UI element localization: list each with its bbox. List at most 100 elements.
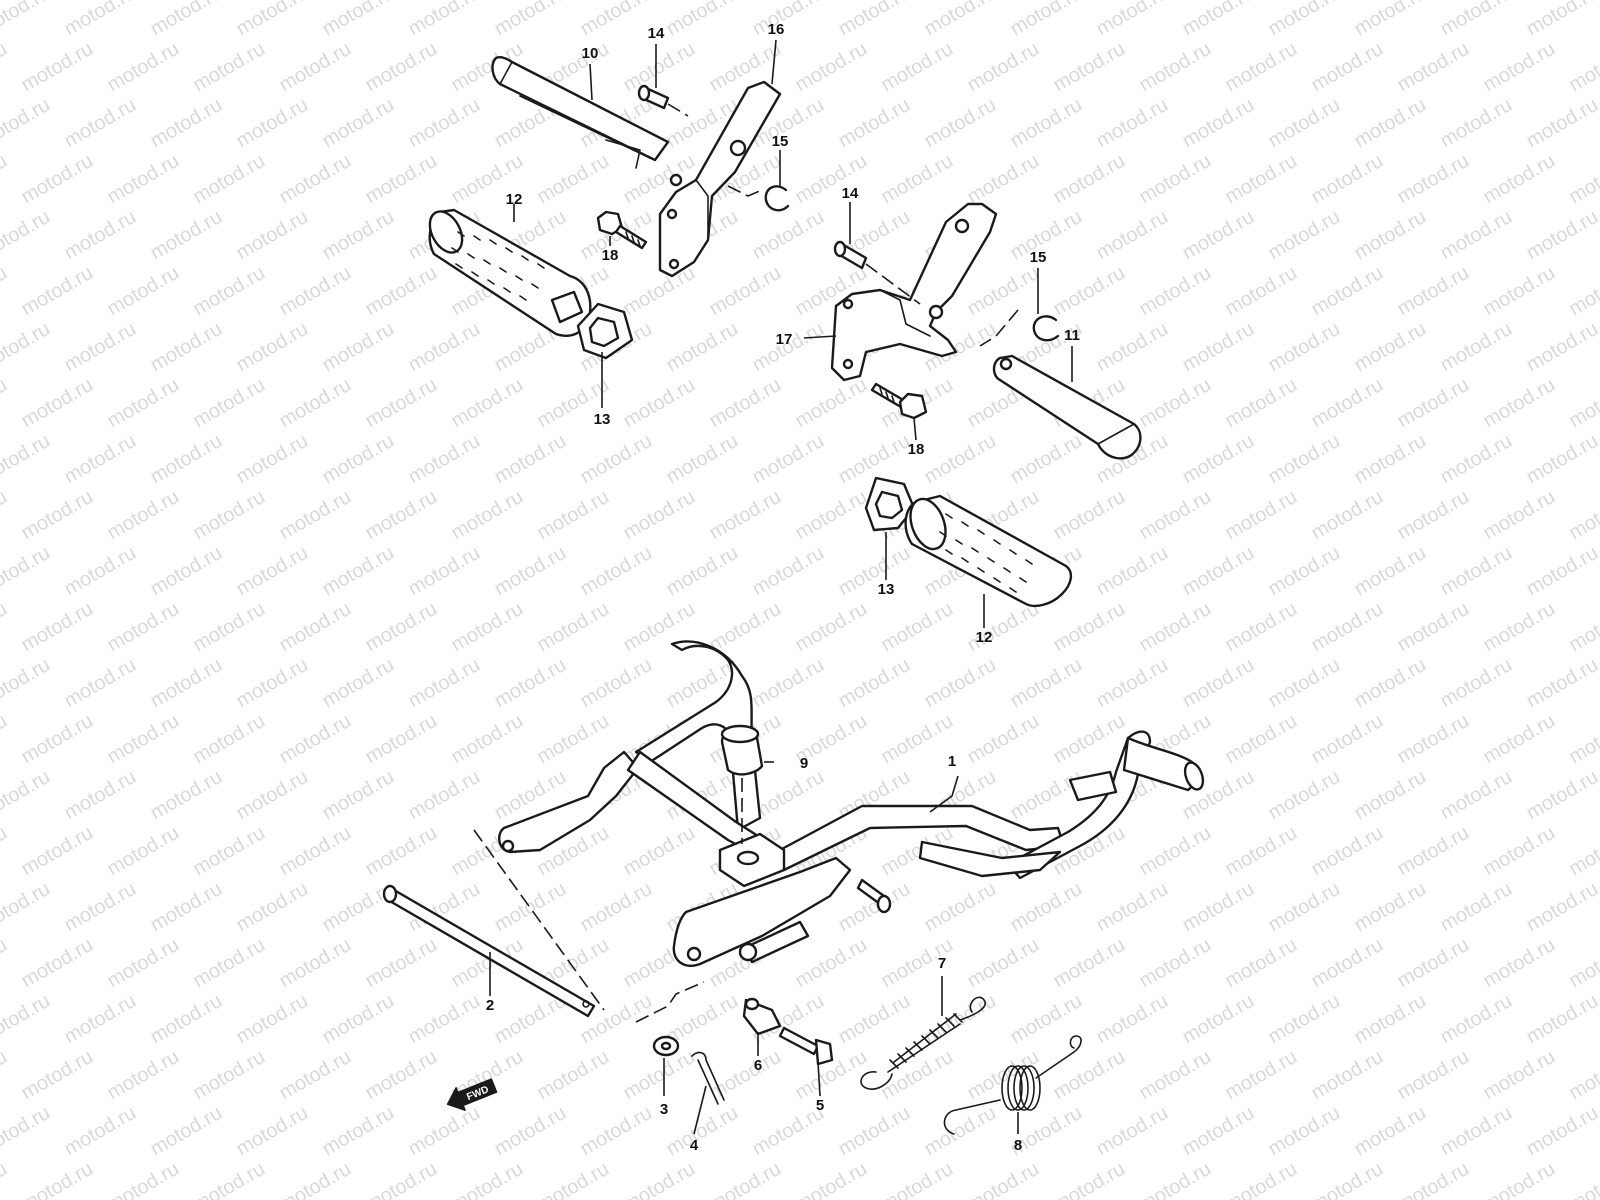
watermark-text: motod.ru	[147, 1102, 226, 1161]
watermark-text: motod.ru	[964, 38, 1043, 97]
watermark-text: motod.ru	[147, 990, 226, 1049]
watermark-text: motod.ru	[1265, 318, 1344, 377]
watermark-text: motod.ru	[0, 318, 54, 377]
watermark-text: motod.ru	[1480, 710, 1559, 769]
watermark-text: motod.ru	[878, 710, 957, 769]
watermark-text: motod.ru	[147, 430, 226, 489]
watermark-text: motod.ru	[1265, 1102, 1344, 1161]
watermark-text: motod.ru	[1394, 150, 1473, 209]
watermark-text: motod.ru	[0, 38, 11, 97]
watermark-text: motod.ru	[104, 934, 183, 993]
watermark-text: motod.ru	[104, 150, 183, 209]
watermark-text: motod.ru	[104, 822, 183, 881]
watermark-text: motod.ru	[1136, 934, 1215, 993]
callout-15a: 15	[772, 133, 789, 150]
watermark-text: motod.ru	[233, 1102, 312, 1161]
watermark-text: motod.ru	[276, 710, 355, 769]
callout-2: 2	[486, 997, 494, 1014]
watermark-text: motod.ru	[835, 94, 914, 153]
watermark-text: motod.ru	[1566, 1046, 1600, 1105]
watermark-text: motod.ru	[1179, 0, 1258, 40]
watermark-text: motod.ru	[1566, 374, 1600, 433]
watermark-text: motod.ru	[749, 542, 828, 601]
watermark-text: motod.ru	[749, 430, 828, 489]
watermark-text: motod.ru	[319, 318, 398, 377]
watermark-text: motod.ru	[663, 0, 742, 40]
watermark-text: motod.ru	[233, 542, 312, 601]
watermark-text: motod.ru	[1093, 206, 1172, 265]
watermark-text: motod.ru	[362, 598, 441, 657]
watermark-text: motod.ru	[577, 542, 656, 601]
watermark-text: motod.ru	[405, 766, 484, 825]
watermark-text: motod.ru	[276, 374, 355, 433]
pivot-shaft	[382, 884, 596, 1018]
watermark-text: motod.ru	[0, 374, 11, 433]
watermark-text: motod.ru	[1265, 94, 1344, 153]
watermark-text: motod.ru	[1179, 94, 1258, 153]
watermark-text: motod.ru	[1480, 822, 1559, 881]
watermark-text: motod.ru	[1136, 150, 1215, 209]
callout-14b: 14	[842, 185, 859, 202]
footrest-bracket-left	[658, 80, 782, 278]
watermark-text: motod.ru	[577, 430, 656, 489]
watermark-text: motod.ru	[1480, 38, 1559, 97]
callout-13a: 13	[594, 411, 611, 428]
watermark-text: motod.ru	[190, 262, 269, 321]
watermark-text: motod.ru	[276, 1158, 355, 1200]
callout-11: 11	[1064, 327, 1080, 344]
callout-8: 8	[1014, 1137, 1022, 1154]
watermark-text: motod.ru	[620, 38, 699, 97]
watermark-text: motod.ru	[878, 1158, 957, 1200]
watermark-text: motod.ru	[1480, 374, 1559, 433]
callout-4: 4	[690, 1137, 699, 1154]
watermark-text: motod.ru	[1523, 430, 1600, 489]
watermark-text: motod.ru	[61, 654, 140, 713]
watermark-text: motod.ru	[0, 542, 54, 601]
watermark-text: motod.ru	[190, 38, 269, 97]
washer-left	[576, 302, 634, 360]
e-clip-right	[979, 309, 1060, 347]
watermark-text: motod.ru	[319, 990, 398, 1049]
spring-inner	[943, 1035, 1082, 1135]
watermark-text: motod.ru	[1007, 94, 1086, 153]
watermark-text: motod.ru	[1136, 598, 1215, 657]
watermark-text: motod.ru	[0, 822, 11, 881]
washer-3	[652, 1035, 680, 1057]
watermark-text: motod.ru	[835, 0, 914, 40]
watermark-text: motod.ru	[1308, 262, 1387, 321]
watermark-text: motod.ru	[233, 0, 312, 40]
watermark-text: motod.ru	[319, 766, 398, 825]
watermark-text: motod.ru	[1222, 486, 1301, 545]
watermark-text: motod.ru	[0, 878, 54, 937]
watermark-text: motod.ru	[534, 710, 613, 769]
watermark-text: motod.ru	[1222, 262, 1301, 321]
watermark-text: motod.ru	[0, 598, 11, 657]
watermark-text: motod.ru	[706, 598, 785, 657]
watermark-text: motod.ru	[190, 710, 269, 769]
watermark-text: motod.ru	[878, 1046, 957, 1105]
watermark-text: motod.ru	[1480, 598, 1559, 657]
watermark-text: motod.ru	[792, 374, 871, 433]
watermark-text: motod.ru	[1050, 38, 1129, 97]
watermark-text: motod.ru	[534, 1046, 613, 1105]
watermark-text: motod.ru	[1308, 934, 1387, 993]
watermark-text: motod.ru	[1351, 94, 1430, 153]
watermark-text: motod.ru	[1265, 542, 1344, 601]
watermark-text: motod.ru	[1308, 1158, 1387, 1200]
watermark-text: motod.ru	[1394, 374, 1473, 433]
watermark-text: motod.ru	[190, 150, 269, 209]
watermark-text: motod.ru	[1308, 598, 1387, 657]
watermark-text: motod.ru	[1222, 150, 1301, 209]
watermark-text: motod.ru	[1351, 318, 1430, 377]
callout-15b: 15	[1030, 249, 1047, 266]
watermark-text: motod.ru	[1265, 0, 1344, 40]
watermark-text: motod.ru	[1308, 150, 1387, 209]
watermark-text: motod.ru	[491, 878, 570, 937]
watermark-text: motod.ru	[1437, 654, 1516, 713]
footrest-bar-right	[992, 354, 1142, 460]
watermark-text: motod.ru	[1093, 990, 1172, 1049]
watermark-text: motod.ru	[878, 598, 957, 657]
footrest-bar-left	[491, 56, 670, 169]
watermark-text: motod.ru	[276, 38, 355, 97]
watermark-text: motod.ru	[1437, 430, 1516, 489]
